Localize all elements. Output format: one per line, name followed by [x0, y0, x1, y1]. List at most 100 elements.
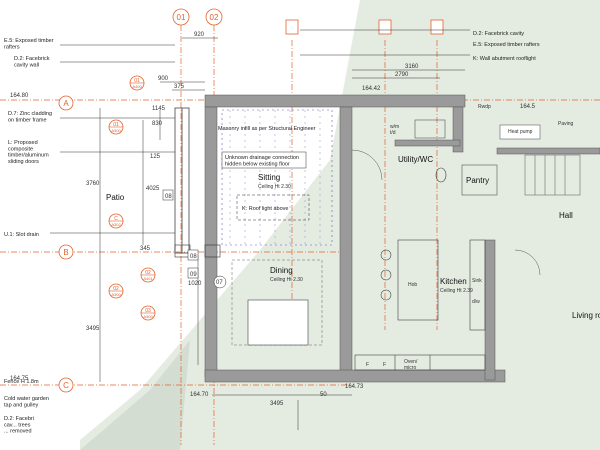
section-tag-4: 02 A300: [108, 283, 124, 299]
section-tag-1: 01 A300: [108, 119, 124, 135]
section-tag-5: 01 A400: [129, 75, 145, 91]
wc-toilet: [435, 167, 447, 183]
svg-text:03: 03: [145, 308, 151, 314]
wall-hall-north: [496, 147, 600, 155]
dim-920: 920: [194, 32, 205, 38]
svg-text:07: 07: [216, 280, 223, 286]
label-dw: d/w: [472, 299, 480, 305]
note-fence: Fence H 1.8m: [4, 379, 39, 385]
label-paving: Paving: [558, 121, 574, 127]
svg-text:A300: A300: [111, 292, 121, 297]
note-leaders: [50, 29, 470, 234]
section-marker-top-2: [378, 19, 392, 35]
level-16442: 164.42: [362, 86, 381, 92]
svg-text:A300: A300: [111, 128, 121, 133]
pantry-box: [461, 164, 498, 196]
svg-text:02: 02: [210, 13, 219, 22]
kitchen-counter-south: [354, 354, 486, 371]
svg-text:C: C: [63, 381, 69, 390]
dim-1020: 1020: [188, 281, 202, 287]
dim-830: 830: [152, 121, 163, 127]
drainage-note-box: [221, 151, 307, 169]
room-label-dining: Dining: [270, 266, 293, 275]
note-top-wall-rooflight: K: Wall abutment rooflight: [473, 56, 536, 62]
dim-1145: 1145: [152, 106, 166, 112]
grid-bubble-01: 01: [172, 8, 190, 26]
room-label-utility: Utility/WC: [398, 155, 433, 164]
level-16480: 164.80: [10, 93, 29, 99]
svg-text:01: 01: [134, 78, 140, 84]
wall-mid-vertical: [339, 106, 353, 373]
dim-3495-bottom: 3495: [270, 401, 284, 407]
sitting-room-joists: [229, 110, 321, 245]
walls: [204, 94, 600, 383]
kitchen-counter-east: [469, 239, 486, 331]
window-mark-09: 09: [187, 267, 199, 279]
section-marker-top-1: [285, 19, 299, 35]
rooflight-outline: [236, 194, 310, 221]
window-mark-08a: 08: [162, 189, 174, 201]
room-label-kitchen: Kitchen: [440, 277, 467, 286]
window-mark-07: 07: [213, 275, 227, 289]
grid-bubble-c: C: [58, 377, 74, 393]
wall-north: [204, 94, 466, 108]
label-sink: Sink: [472, 278, 482, 284]
kitchen-stools: [380, 249, 392, 301]
room-ceiling-dining: Ceiling Ht 2.30: [270, 277, 303, 283]
annotation-masonry: Masonry infill as per Structural Enginee…: [218, 126, 316, 132]
section-tag-6: C A302: [108, 213, 124, 229]
window-mark-08b: 08: [187, 249, 199, 261]
dim-3760: 3760: [86, 181, 100, 187]
hatched-ground: [80, 340, 190, 450]
svg-text:A401: A401: [143, 276, 153, 281]
sliding-door-frame: [174, 107, 190, 254]
svg-text:02: 02: [113, 286, 119, 292]
room-label-patio: Patio: [106, 193, 125, 202]
section-marker-top-3: [430, 19, 444, 35]
svg-text:02: 02: [145, 270, 151, 276]
kitchen-island: [397, 239, 439, 321]
dim-2790: 2790: [395, 72, 409, 78]
svg-text:A302: A302: [111, 222, 121, 227]
room-ceiling-kitchen: Ceiling Ht 2.39: [440, 288, 473, 294]
wall-south: [204, 369, 506, 383]
heat-pump-unit: [499, 124, 541, 140]
section-tag-3: 03 A300: [140, 305, 156, 321]
label-heat-pump: Heat pump: [508, 129, 533, 135]
note-top-rafters: E.5: Exposed timber rafters: [473, 42, 540, 48]
level-1645: 164.5: [520, 104, 536, 110]
utility-door-swing: [351, 149, 383, 181]
annotation-rooflight: K: Roof light above: [242, 206, 288, 212]
wall-kitchen-east: [484, 239, 496, 381]
wall-west: [204, 106, 218, 378]
svg-text:C: C: [114, 216, 118, 222]
section-tag-2: 02 A401: [140, 267, 156, 283]
level-16475: 164.75: [10, 376, 29, 382]
dim-345: 345: [140, 246, 151, 252]
grid-bubble-b: B: [58, 244, 74, 260]
room-ceiling-sitting: Ceiling Ht 2.30: [258, 184, 291, 190]
dim-3495-left: 3495: [86, 326, 100, 332]
svg-text:A: A: [63, 99, 69, 108]
utility-appliances: [414, 119, 446, 139]
svg-text:01: 01: [177, 13, 186, 22]
label-fridge-2: F: [383, 362, 386, 368]
dim-900: 900: [158, 76, 169, 82]
svg-text:B: B: [63, 248, 68, 257]
dimension-lines: [99, 37, 465, 430]
note-slot-drain: U.1: Slot drain: [4, 232, 39, 238]
grid-bubble-02: 02: [205, 8, 223, 26]
dim-375: 375: [174, 84, 185, 90]
wall-utility-east: [452, 106, 464, 153]
hall-stair: [524, 154, 581, 196]
room-label-hall: Hall: [559, 211, 573, 220]
